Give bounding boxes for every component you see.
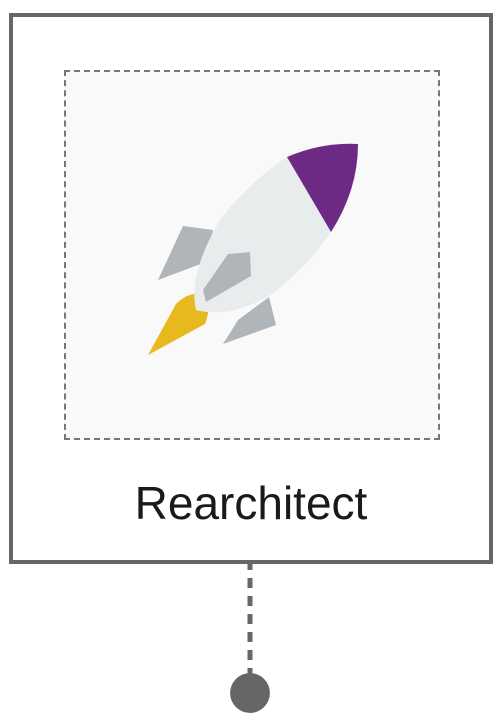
rocket-nose <box>287 143 358 232</box>
icon-frame <box>64 70 440 440</box>
rocket-fin-middle <box>203 252 251 302</box>
rocket-fin-right <box>223 297 276 344</box>
step-card: Rearchitect <box>9 13 493 564</box>
connector-line <box>247 560 253 678</box>
rocket-fin-left <box>158 226 213 280</box>
connector-dot <box>230 673 270 713</box>
rocket-flame <box>148 293 209 355</box>
card-label: Rearchitect <box>134 477 368 529</box>
rocket-icon <box>148 143 358 355</box>
